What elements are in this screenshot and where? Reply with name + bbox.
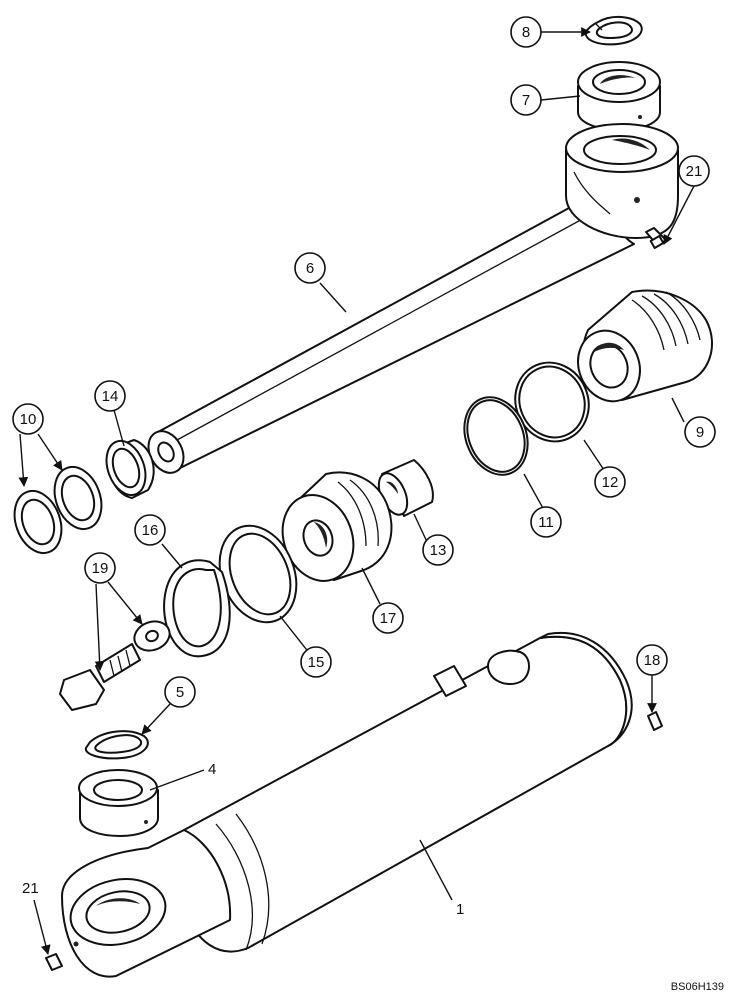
wear-ring — [163, 559, 231, 658]
svg-text:5: 5 — [176, 684, 184, 701]
callout-19: 19 — [84, 552, 116, 584]
grease-fitting-bottom — [45, 953, 63, 971]
svg-text:17: 17 — [380, 610, 397, 627]
label-21-bottom: 21 — [22, 880, 39, 897]
piston-seal-ring — [218, 524, 298, 624]
label-4: 4 — [208, 761, 216, 778]
pivot-bushing-top — [577, 61, 661, 131]
callout-5: 5 — [164, 676, 196, 708]
svg-text:15: 15 — [308, 654, 325, 671]
svg-text:13: 13 — [430, 542, 447, 559]
o-ring — [463, 396, 529, 476]
bolt-and-washer — [59, 620, 171, 711]
svg-text:6: 6 — [306, 260, 314, 277]
svg-text:12: 12 — [602, 474, 619, 491]
callout-15: 15 — [300, 646, 332, 678]
leader-lines — [18, 27, 695, 955]
grease-fitting-18 — [647, 711, 663, 731]
pivot-bushing-bottom — [78, 769, 159, 837]
svg-text:8: 8 — [522, 24, 530, 41]
rod-seal-pair — [13, 466, 103, 554]
callout-11: 11 — [530, 506, 562, 538]
svg-text:10: 10 — [20, 411, 37, 428]
callout-12: 12 — [594, 466, 626, 498]
svg-text:11: 11 — [538, 514, 554, 531]
drawing-code: BS06H139 — [671, 981, 724, 993]
svg-text:21: 21 — [686, 163, 703, 180]
callout-7: 7 — [510, 84, 542, 116]
svg-text:14: 14 — [102, 388, 119, 405]
callout-21-top: 21 — [678, 155, 710, 187]
piston-rod — [147, 123, 679, 474]
callout-10: 10 — [12, 403, 44, 435]
snap-ring-top — [584, 16, 643, 46]
svg-text:16: 16 — [142, 522, 159, 539]
callout-14: 14 — [94, 380, 126, 412]
callout-18: 18 — [636, 644, 668, 676]
callout-9: 9 — [684, 416, 716, 448]
callout-16: 16 — [134, 514, 166, 546]
svg-text:19: 19 — [92, 560, 109, 577]
piston — [281, 471, 393, 582]
svg-text:18: 18 — [644, 652, 661, 669]
gland-head — [577, 289, 714, 403]
svg-text:9: 9 — [696, 424, 704, 441]
label-1: 1 — [456, 901, 464, 918]
callout-17: 17 — [372, 602, 404, 634]
svg-text:7: 7 — [522, 92, 530, 109]
callout-6: 6 — [294, 252, 326, 284]
wiper-seal — [105, 439, 155, 499]
callout-8: 8 — [510, 16, 542, 48]
backup-ring — [514, 361, 590, 443]
cylinder-barrel — [61, 631, 633, 978]
callout-13: 13 — [422, 534, 454, 566]
snap-ring-bottom — [84, 730, 149, 760]
